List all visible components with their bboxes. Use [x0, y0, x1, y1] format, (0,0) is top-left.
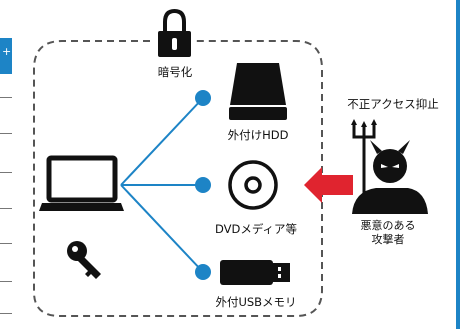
- left-tab-glyph: +: [2, 45, 12, 58]
- connection-lines: [120, 97, 204, 273]
- right-border-strip: [456, 0, 468, 329]
- divider: [0, 208, 12, 209]
- divider: [0, 172, 12, 173]
- hdd-icon: [229, 63, 287, 120]
- attacker-label-line1: 悪意のある: [360, 219, 416, 232]
- connection-dot-hdd: [195, 90, 211, 106]
- device-label-usb: 外付USBメモリ: [215, 295, 297, 309]
- lock-icon: [158, 8, 191, 57]
- divider: [0, 281, 12, 282]
- prevent-label: 不正アクセス抑止: [347, 97, 439, 111]
- key-icon: [67, 241, 101, 279]
- device-label-dvd: DVDメディア等: [214, 222, 298, 236]
- left-sidebar-strip: +: [0, 0, 12, 329]
- connection-dot-usb: [195, 264, 211, 280]
- divider: [0, 97, 12, 98]
- device-label-hdd: 外付けHDD: [227, 128, 289, 142]
- encryption-label: 暗号化: [157, 65, 193, 79]
- divider: [0, 243, 12, 244]
- block-arrow: [304, 167, 353, 203]
- laptop-icon: [39, 155, 124, 211]
- left-tab-button[interactable]: +: [0, 38, 12, 74]
- connection-dot-dvd: [195, 177, 211, 193]
- attacker-label-line2: 攻撃者: [371, 233, 405, 246]
- dvd-icon: [228, 160, 278, 210]
- usb-drive-icon: [220, 260, 290, 285]
- devil-attacker-icon: [351, 119, 428, 214]
- divider: [0, 133, 12, 134]
- divider: [0, 313, 12, 314]
